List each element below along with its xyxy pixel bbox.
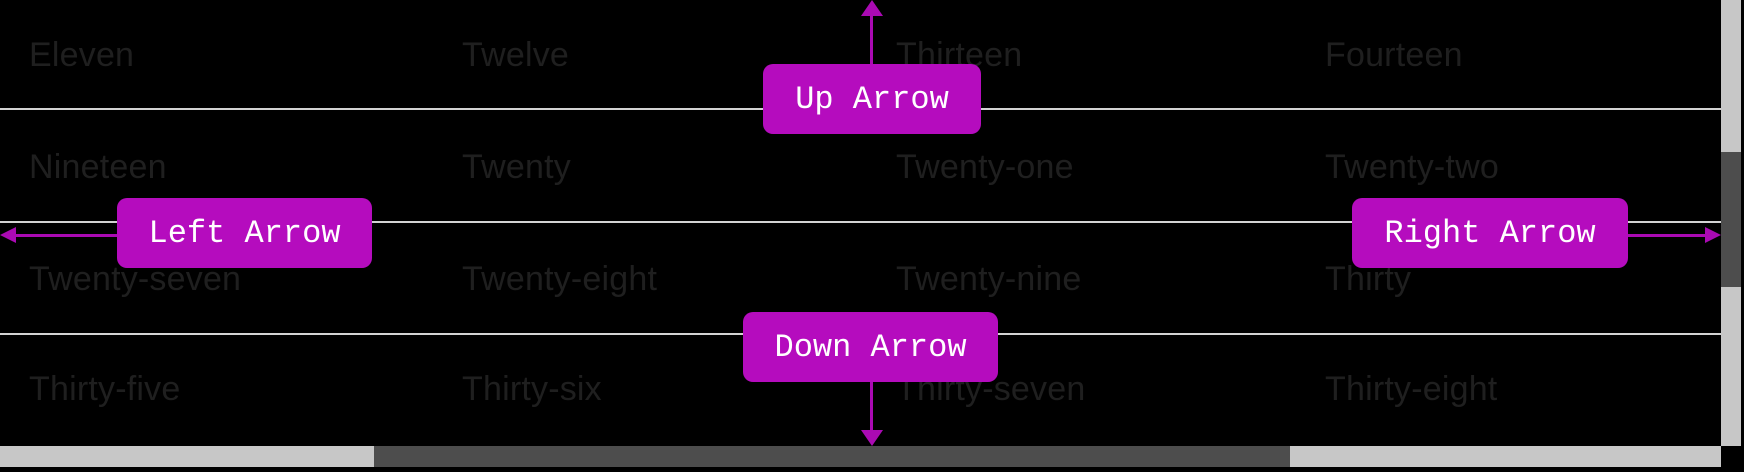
vertical-scrollbar-thumb[interactable] xyxy=(1721,152,1741,287)
table-cell: Thirty-eight xyxy=(1325,370,1498,408)
table-cell: Thirty-five xyxy=(29,370,181,408)
down-arrow-line xyxy=(870,382,873,432)
right-arrowhead-icon xyxy=(1705,227,1721,243)
table-cell: Thirty-six xyxy=(462,370,602,408)
down-arrow-key-badge[interactable]: Down Arrow xyxy=(743,312,998,382)
up-arrow-line xyxy=(870,14,873,64)
table-cell: Twenty-eight xyxy=(462,260,658,298)
left-arrow-line xyxy=(13,234,117,237)
table-cell: Twenty xyxy=(462,148,571,186)
right-arrow-key-badge[interactable]: Right Arrow xyxy=(1352,198,1628,268)
right-arrow-line xyxy=(1628,234,1707,237)
vertical-scrollbar-track[interactable] xyxy=(1721,0,1741,446)
left-arrowhead-icon xyxy=(0,227,16,243)
up-arrowhead-icon xyxy=(861,0,883,16)
left-arrow-key-badge[interactable]: Left Arrow xyxy=(117,198,372,268)
down-arrowhead-icon xyxy=(861,430,883,446)
down-arrow-key-label: Down Arrow xyxy=(774,328,967,366)
up-arrow-key-badge[interactable]: Up Arrow xyxy=(763,64,981,134)
row-separator-line xyxy=(0,221,1721,223)
right-arrow-key-label: Right Arrow xyxy=(1384,214,1596,252)
horizontal-scrollbar-thumb[interactable] xyxy=(374,446,1290,467)
left-arrow-key-label: Left Arrow xyxy=(148,214,341,252)
table-cell: Nineteen xyxy=(29,148,167,186)
up-arrow-key-label: Up Arrow xyxy=(795,80,949,118)
table-cell: Fourteen xyxy=(1325,36,1463,74)
table-cell: Twenty-one xyxy=(896,148,1074,186)
table-cell: Twenty-two xyxy=(1325,148,1499,186)
table-cell: Twenty-nine xyxy=(896,260,1082,298)
table-cell: Eleven xyxy=(29,36,135,74)
horizontal-scrollbar-track[interactable] xyxy=(0,446,1721,467)
table-cell: Twelve xyxy=(462,36,570,74)
